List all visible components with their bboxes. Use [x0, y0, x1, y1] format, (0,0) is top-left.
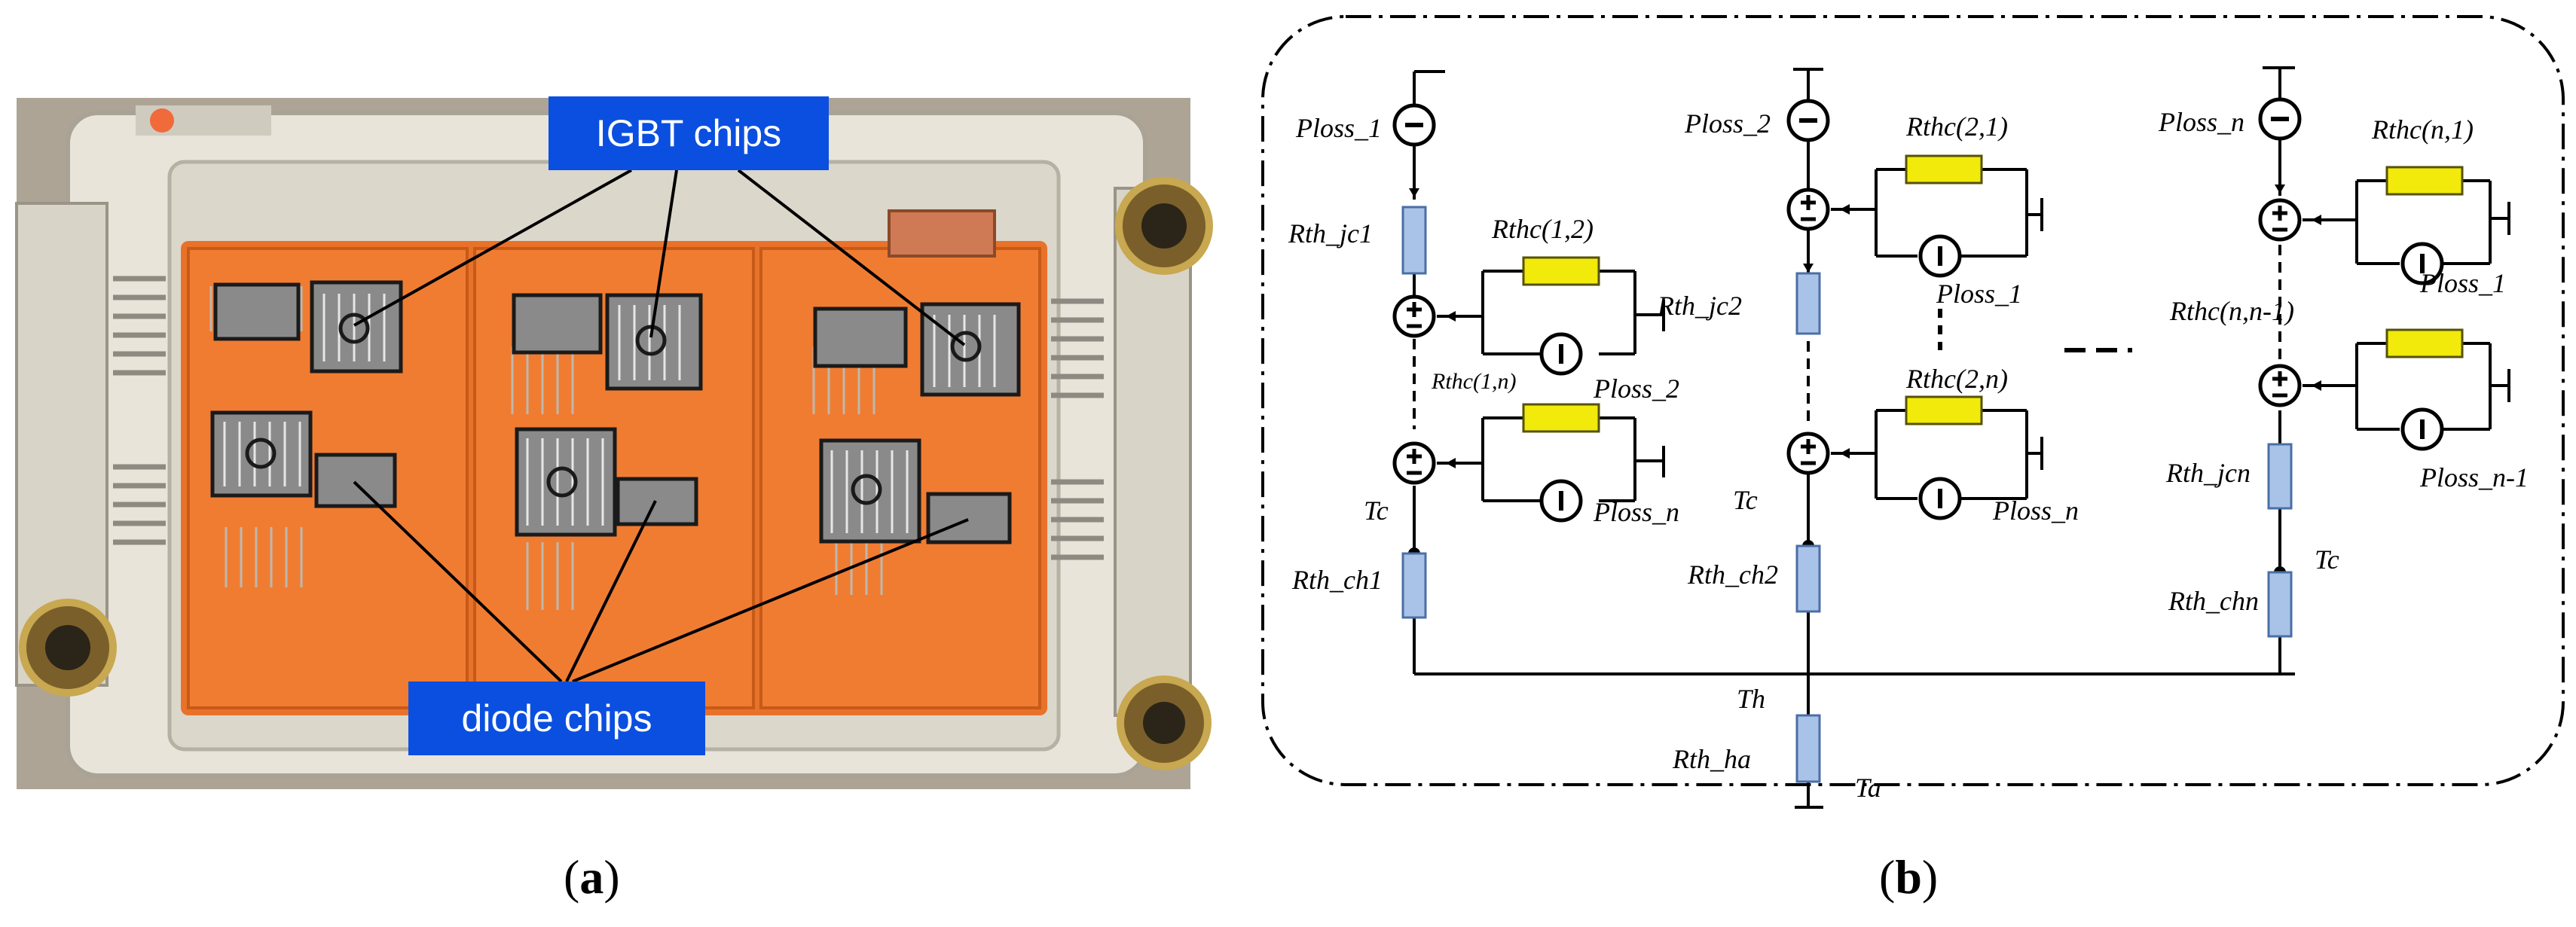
col3-tc-label: Tc [2315, 544, 2339, 575]
rth-ch1-resistor [1401, 552, 1427, 619]
ta-label: Ta [1855, 773, 1881, 803]
col2-rthc-b-label: Rthc(2,n) [1905, 364, 2008, 394]
caption-b: (b) [1879, 850, 1939, 904]
col1-ploss-b-label: Ploss_n [1593, 497, 1679, 527]
rha-label: Rth_ha [1672, 744, 1751, 774]
col3-ploss-label: Ploss_n [2158, 107, 2244, 137]
col3-rch-label: Rth_chn [2168, 586, 2259, 616]
rth-jcn-resistor [2267, 443, 2293, 510]
col3-rthc-b-label: Rthc(n,n-1) [2169, 296, 2294, 326]
th-label: Th [1737, 684, 1765, 714]
col2-ploss-label: Ploss_2 [1684, 108, 1771, 139]
caption-a: (a) [564, 850, 620, 904]
igbt-module-photo [15, 98, 1213, 789]
col2-ploss-a-label: Ploss_1 [1936, 279, 2022, 309]
col3-ploss-a-label: Ploss_1 [2419, 268, 2506, 298]
rth-ch2-resistor [1795, 544, 1821, 613]
rth-ha-resistor [1795, 714, 1821, 783]
rth-jc1-resistor [1401, 206, 1427, 275]
col3-rthc-a-label: Rthc(n,1) [2371, 114, 2474, 145]
col2-rthc-a-label: Rthc(2,1) [1905, 111, 2008, 142]
diode-chips-callout: diode chips [408, 682, 705, 755]
col2-rjc-label: Rth_jc2 [1657, 291, 1742, 321]
col2-tc-label: Tc [1733, 485, 1758, 515]
col2-ploss-b-label: Ploss_n [1992, 496, 2079, 526]
rth-chn-resistor [2267, 571, 2293, 638]
col1-rch-label: Rth_ch1 [1291, 565, 1383, 595]
col3-rjc-label: Rth_jcn [2165, 458, 2251, 488]
rth-jc2-resistor [1795, 272, 1821, 335]
col1-rthc-b-label: Rthc(1,n) [1431, 369, 1516, 394]
col1-ploss-a-label: Ploss_2 [1593, 374, 1679, 404]
col1-rthc-a-label: Rthc(1,2) [1491, 214, 1594, 244]
col1-rjc-label: Rth_jc1 [1288, 218, 1373, 249]
col2-rch-label: Rth_ch2 [1687, 560, 1778, 590]
thermal-network-diagram: Ploss_1 Rth_jc1 Rthc(1,2) Ploss_2 Rthc(1… [1261, 15, 2565, 809]
igbt-chips-callout: IGBT chips [549, 96, 829, 170]
chip-boundary [1261, 15, 2565, 786]
col1-ploss-label: Ploss_1 [1295, 113, 1382, 143]
col3-ploss-b-label: Ploss_n-1 [2419, 462, 2529, 492]
callout-leader-lines [353, 169, 969, 683]
col1-tc-label: Tc [1364, 496, 1389, 526]
